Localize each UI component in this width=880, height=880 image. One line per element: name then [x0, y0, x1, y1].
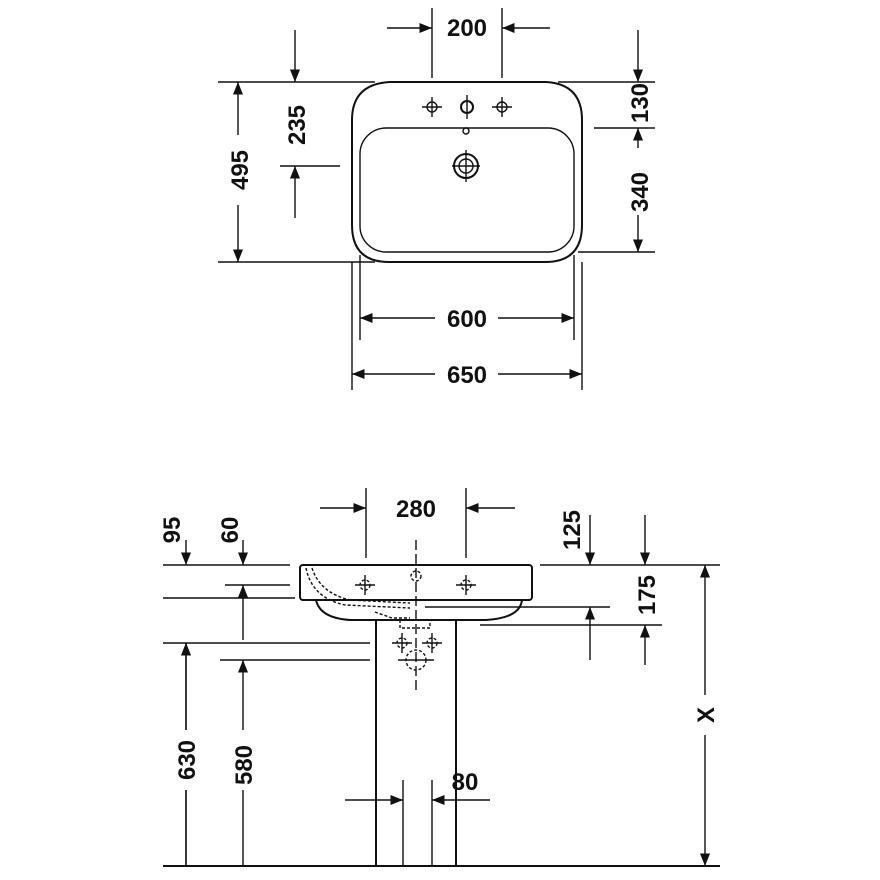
- top-view: 200 130 340 495 235 600 650: [218, 8, 655, 390]
- dim-80: 80: [452, 769, 479, 796]
- dim-125: 125: [559, 510, 586, 550]
- dim-580: 580: [231, 745, 258, 785]
- trap-hidden: [305, 567, 411, 619]
- dim-200: 200: [447, 15, 487, 42]
- basin-outline: [351, 81, 583, 263]
- basin-underside: [315, 599, 523, 621]
- overflow-icon: [462, 127, 470, 135]
- dim-495: 495: [227, 150, 254, 190]
- pedestal: [375, 620, 457, 866]
- dim-175: 175: [634, 575, 661, 615]
- dim-95: 95: [159, 517, 186, 544]
- dim-650: 650: [447, 362, 487, 389]
- dim-280: 280: [396, 496, 436, 523]
- dim-600: 600: [447, 306, 487, 333]
- side-view: 280 95 60 630 580 125 175 X 80: [159, 488, 720, 867]
- tap-holes: [422, 95, 512, 119]
- dim-x: X: [693, 707, 720, 723]
- dim-235: 235: [284, 105, 311, 145]
- dim-340: 340: [627, 172, 654, 212]
- bowl-outline: [359, 127, 575, 253]
- dim-60: 60: [217, 517, 244, 544]
- dim-630: 630: [174, 740, 201, 780]
- dim-130: 130: [627, 83, 654, 123]
